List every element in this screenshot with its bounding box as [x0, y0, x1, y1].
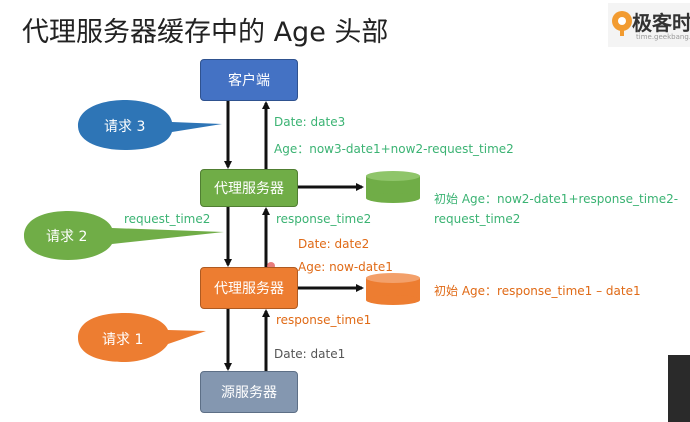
proxy-server-bottom-label: 代理服务器: [214, 281, 284, 297]
response-time2-label: response_time2: [276, 212, 372, 226]
request-3-label: 请求 3: [104, 119, 146, 135]
age3-label: Age：now3-date1+now2-request_time2: [274, 142, 514, 156]
request-time2-label: request_time2: [124, 212, 211, 226]
request-1-bubble: [78, 313, 206, 362]
initial-age-bottom: 初始 Age：response_time1 – date1: [434, 284, 641, 298]
logo-subtext: time.geekbang.org: [636, 33, 690, 41]
origin-server-label: 源服务器: [221, 385, 277, 401]
proxy-server-top-box: 代理服务器: [200, 169, 298, 207]
client-box-label: 客户端: [228, 73, 270, 89]
logo-icon: [612, 11, 632, 36]
request-3-bubble: [78, 100, 222, 150]
response-time1-label: response_time1: [276, 313, 372, 327]
initial-age-top-line1: 初始 Age：now2-date1+response_time2-: [434, 192, 679, 206]
request-2-label: 请求 2: [46, 229, 88, 245]
request-1-label: 请求 1: [102, 332, 144, 348]
age2-label: Age: now-date1: [298, 260, 393, 274]
date3-label: Date: date3: [274, 115, 346, 129]
date1-label: Date: date1: [274, 347, 346, 361]
page-title: 代理服务器缓存中的 Age 头部: [22, 17, 389, 48]
proxy-server-bottom-box: 代理服务器: [200, 267, 298, 309]
brand-logo: 极客时 time.geekbang.org: [608, 3, 690, 47]
client-box: 客户端: [200, 59, 298, 101]
cache-bottom-icon: [366, 273, 420, 305]
logo-text: 极客时: [632, 11, 690, 35]
date2-label: Date: date2: [298, 237, 370, 251]
request-2-bubble: [24, 211, 224, 260]
video-overlay-strip: [668, 355, 690, 422]
initial-age-top-line2: request_time2: [434, 212, 521, 226]
proxy-server-top-label: 代理服务器: [214, 181, 284, 197]
cache-top-icon: [366, 171, 420, 203]
origin-server-box: 源服务器: [200, 371, 298, 413]
